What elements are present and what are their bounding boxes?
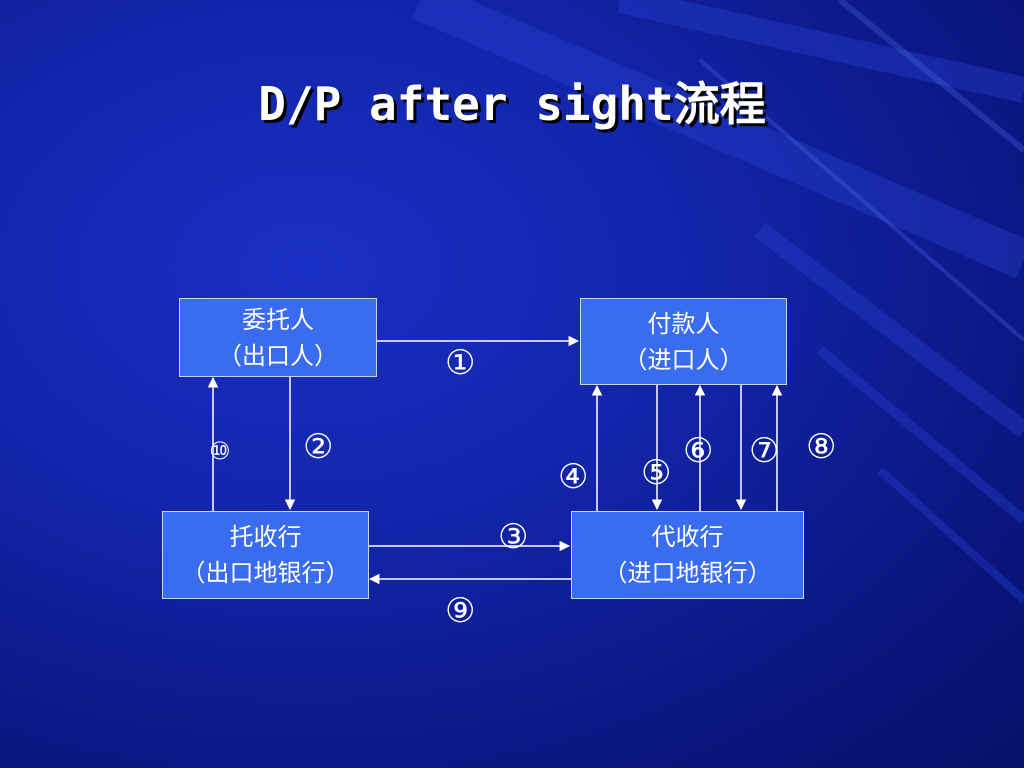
step-label-10: ⑩: [209, 437, 231, 465]
node-principal-line2: （出口人）: [218, 341, 338, 370]
step-label-2: ②: [303, 427, 334, 467]
step-label-4: ④: [558, 457, 589, 497]
step-label-1: ①: [445, 343, 476, 383]
step-label-5: ⑤: [641, 453, 672, 493]
node-drawee-line2: （进口人）: [623, 345, 744, 374]
step-label-3: ③: [498, 517, 529, 557]
slide-title: D/P after sight流程: [258, 77, 766, 131]
node-remitting-bank-line1: 托收行: [229, 523, 302, 551]
node-principal: 委托人 （出口人）: [179, 298, 377, 377]
step-label-9: ⑨: [445, 591, 476, 631]
step-label-8: ⑧: [806, 427, 837, 467]
node-collecting-bank-line2: （进口地银行）: [603, 559, 772, 587]
node-remitting-bank-line2: （出口地银行）: [181, 559, 350, 587]
node-principal-line1: 委托人: [242, 305, 314, 334]
step-label-7: ⑦: [749, 431, 780, 471]
step-label-6: ⑥: [683, 431, 714, 471]
node-collecting-bank-line1: 代收行: [651, 523, 724, 551]
node-drawee-line1: 付款人: [647, 309, 720, 338]
node-collecting-bank: 代收行 （进口地银行）: [571, 511, 804, 599]
node-remitting-bank: 托收行 （出口地银行）: [162, 511, 369, 599]
node-drawee: 付款人 （进口人）: [580, 298, 787, 385]
